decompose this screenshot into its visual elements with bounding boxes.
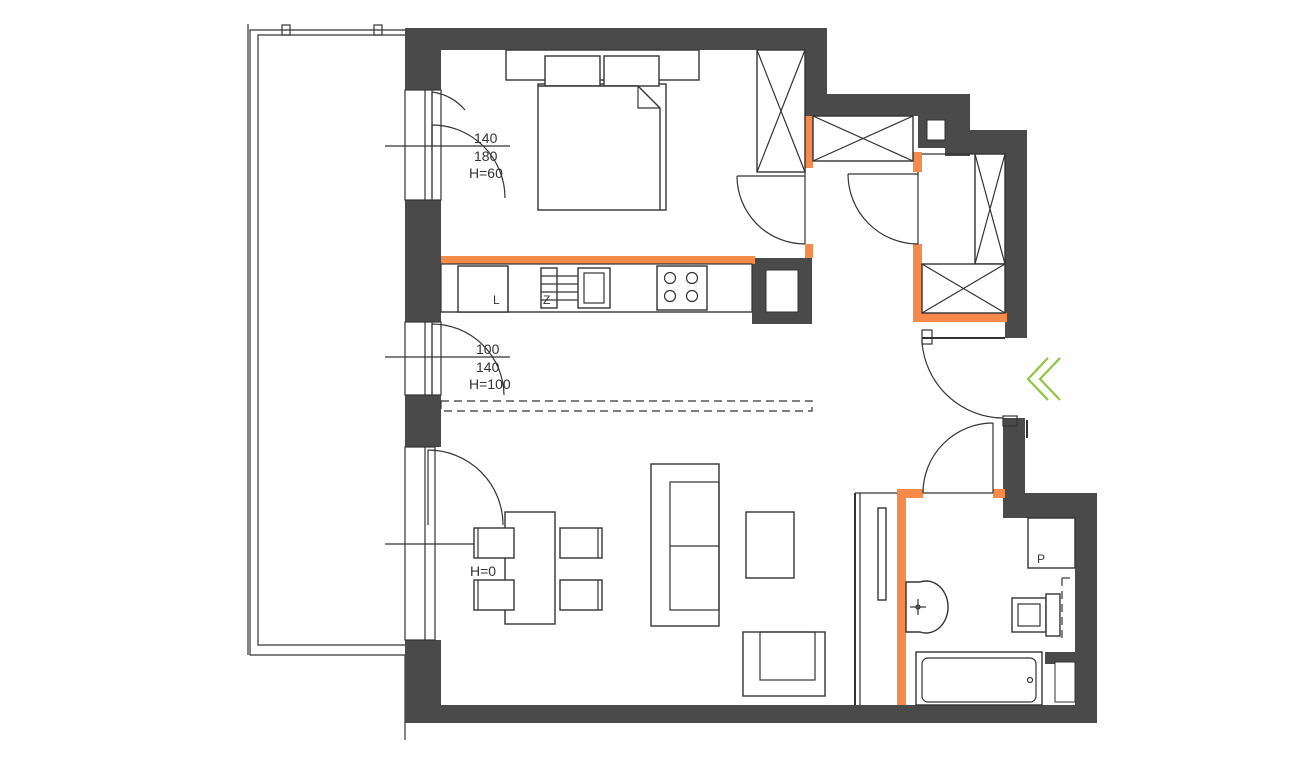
entrance-arrow-icon <box>1026 357 1061 401</box>
balcony-door[interactable] <box>385 446 515 641</box>
overhead-line <box>440 400 813 412</box>
entrance-door[interactable] <box>921 329 1028 438</box>
interior-walls <box>752 258 905 705</box>
washer-label: P <box>1037 552 1045 566</box>
window-2-width: 100 <box>476 341 500 357</box>
hall-closet-door[interactable] <box>847 153 975 245</box>
fridge-label: L <box>493 293 500 307</box>
bathtub <box>915 651 1077 706</box>
coffee-table <box>745 511 795 579</box>
kitchen-sink <box>577 267 611 309</box>
window-bedroom[interactable] <box>385 89 510 201</box>
washbasin <box>905 580 949 634</box>
wardrobe-bedroom <box>756 49 806 173</box>
wardrobe-hall-bottom <box>921 263 1006 314</box>
wardrobe-hall-right <box>974 153 1006 265</box>
double-bed <box>505 49 700 211</box>
dining-chairs <box>473 527 603 611</box>
sofa <box>650 463 720 627</box>
wardrobe-hall-top <box>812 115 914 162</box>
window-2-sill: H=100 <box>469 376 511 392</box>
new-partition-walls <box>441 116 1007 705</box>
dishwasher-label: Z <box>543 293 550 307</box>
bedroom-door[interactable] <box>736 172 806 245</box>
fridge <box>457 265 509 313</box>
window-2-height: 140 <box>476 359 500 375</box>
cooktop <box>656 265 708 311</box>
armchair <box>742 631 826 697</box>
window-3-sill: H=0 <box>470 563 496 579</box>
exterior-walls <box>405 28 1097 723</box>
window-1-width: 140 <box>474 130 498 146</box>
dishwasher <box>540 267 578 309</box>
bathroom-door[interactable] <box>922 422 994 494</box>
window-1-height: 180 <box>474 148 498 164</box>
window-kitchen[interactable] <box>385 321 510 396</box>
balcony <box>247 24 406 740</box>
towel-radiator <box>877 507 887 601</box>
washing-machine <box>1027 517 1076 569</box>
toilet <box>1011 577 1075 640</box>
window-1-sill: H=60 <box>469 165 503 181</box>
